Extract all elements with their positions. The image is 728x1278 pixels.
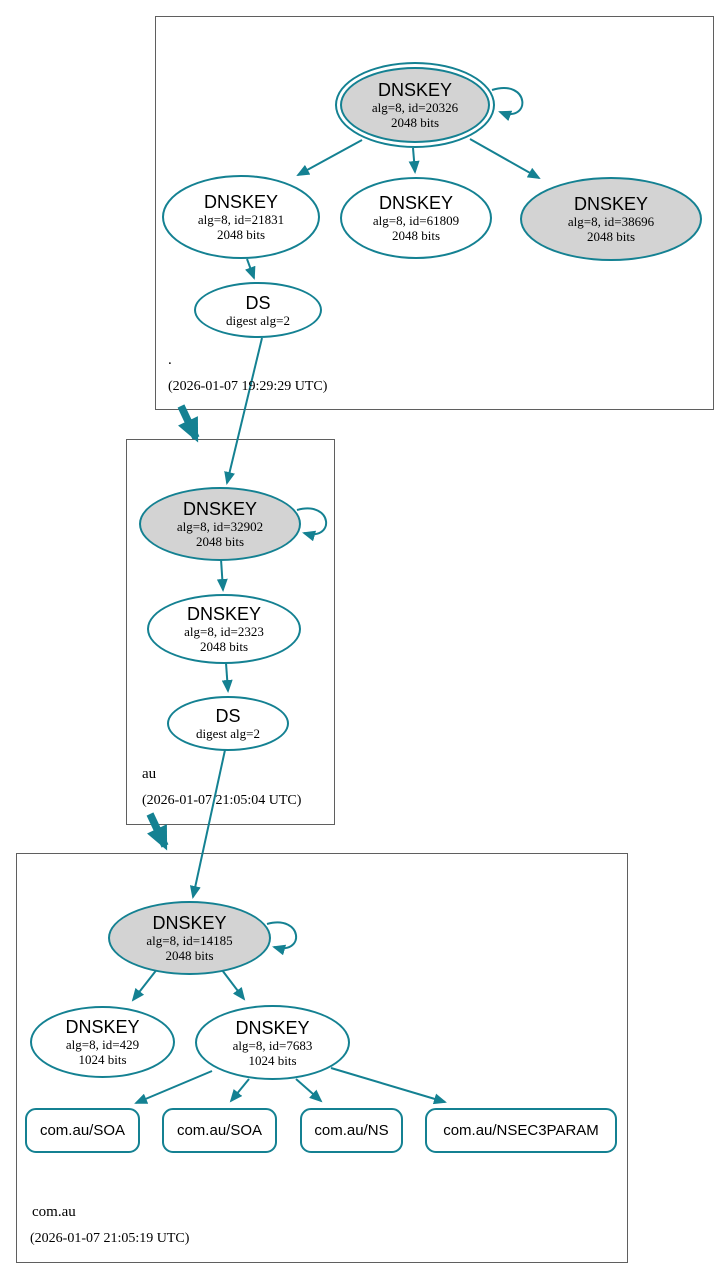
ds-node-au[interactable]: DS digest alg=2 xyxy=(167,696,289,751)
node-detail: 2048 bits xyxy=(586,229,636,244)
zone-box-root xyxy=(155,16,714,410)
node-detail: 2048 bits xyxy=(195,534,245,549)
edge-root-to-au-delegation xyxy=(177,404,200,443)
node-detail: 2048 bits xyxy=(216,227,266,242)
node-title: DNSKEY xyxy=(573,194,649,214)
rrset-node-comau-soa-2[interactable]: com.au/SOA xyxy=(162,1108,277,1153)
dnskey-node-7683[interactable]: DNSKEY alg=8, id=7683 1024 bits xyxy=(195,1005,350,1080)
dnskey-node-2323[interactable]: DNSKEY alg=8, id=2323 2048 bits xyxy=(147,594,301,664)
node-detail: alg=8, id=14185 xyxy=(146,933,233,948)
node-detail: alg=8, id=429 xyxy=(65,1037,140,1052)
node-detail: 2048 bits xyxy=(165,948,214,963)
dnskey-node-32902[interactable]: DNSKEY alg=8, id=32902 2048 bits xyxy=(139,487,301,561)
zone-label-com-au: com.au xyxy=(32,1204,76,1220)
rrset-node-comau-nsec3param[interactable]: com.au/NSEC3PARAM xyxy=(425,1108,617,1153)
node-title: DNSKEY xyxy=(235,1017,310,1038)
node-detail: 2048 bits xyxy=(390,115,440,130)
dnskey-node-429[interactable]: DNSKEY alg=8, id=429 1024 bits xyxy=(30,1006,175,1078)
dnskey-node-61809[interactable]: DNSKEY alg=8, id=61809 2048 bits xyxy=(340,177,492,259)
node-detail: 2048 bits xyxy=(391,228,441,243)
node-detail: alg=8, id=2323 xyxy=(184,624,264,639)
node-title: DNSKEY xyxy=(186,604,262,624)
zone-timestamp-au: (2026-01-07 21:05:04 UTC) xyxy=(142,793,302,808)
node-title: DS xyxy=(245,292,271,313)
node-detail: alg=8, id=21831 xyxy=(197,212,285,227)
node-title: DNSKEY xyxy=(203,192,279,212)
node-detail: 1024 bits xyxy=(78,1052,127,1067)
zone-timestamp-root: (2026-01-07 19:29:29 UTC) xyxy=(168,379,328,394)
node-title: DNSKEY xyxy=(182,499,258,519)
node-title: DNSKEY xyxy=(378,193,454,213)
zone-label-root: . xyxy=(168,352,172,368)
zone-label-au: au xyxy=(142,766,157,782)
dnskey-node-21831[interactable]: DNSKEY alg=8, id=21831 2048 bits xyxy=(162,175,320,259)
node-detail: digest alg=2 xyxy=(195,726,261,741)
zone-box-com-au xyxy=(16,853,628,1263)
node-detail: alg=8, id=61809 xyxy=(372,213,460,228)
dnskey-node-20326[interactable]: DNSKEY alg=8, id=20326 2048 bits xyxy=(335,62,495,148)
dnskey-node-14185[interactable]: DNSKEY alg=8, id=14185 2048 bits xyxy=(108,901,271,975)
node-detail: alg=8, id=7683 xyxy=(232,1037,313,1053)
zone-timestamp-com-au: (2026-01-07 21:05:19 UTC) xyxy=(30,1231,190,1246)
node-detail: alg=8, id=20326 xyxy=(371,100,459,115)
ds-node-root[interactable]: DS digest alg=2 xyxy=(194,282,322,338)
node-title: DNSKEY xyxy=(152,913,227,933)
node-detail: alg=8, id=32902 xyxy=(176,519,264,534)
rrset-node-comau-ns[interactable]: com.au/NS xyxy=(300,1108,403,1153)
node-title: DNSKEY xyxy=(377,80,453,100)
node-detail: digest alg=2 xyxy=(225,312,291,328)
node-detail: 2048 bits xyxy=(199,639,249,654)
rrset-node-comau-soa-1[interactable]: com.au/SOA xyxy=(25,1108,140,1153)
node-title: DS xyxy=(215,706,241,726)
dnskey-node-20326-inner: DNSKEY alg=8, id=20326 2048 bits xyxy=(340,67,490,143)
node-title: DNSKEY xyxy=(65,1017,140,1037)
node-detail: alg=8, id=38696 xyxy=(567,214,655,229)
node-detail: 1024 bits xyxy=(248,1052,297,1068)
dnskey-node-38696[interactable]: DNSKEY alg=8, id=38696 2048 bits xyxy=(520,177,702,261)
